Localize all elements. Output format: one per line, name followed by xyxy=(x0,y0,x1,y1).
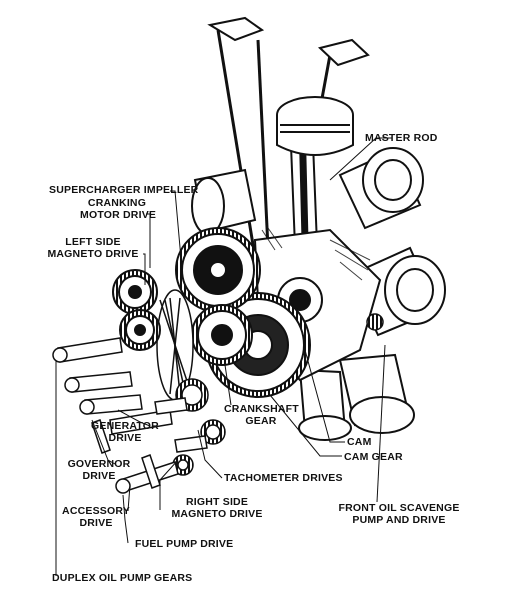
upper-large-gear xyxy=(175,227,261,313)
left-piston xyxy=(191,168,257,235)
supercharger-impeller xyxy=(156,289,194,401)
label-crankshaft-gear: CRANKSHAFT GEAR xyxy=(224,403,299,427)
label-left-side-magneto-drive: LEFT SIDE MAGNETO DRIVE xyxy=(47,236,139,260)
right-upper-piston xyxy=(338,147,424,230)
drive-shafts xyxy=(52,337,208,494)
label-generator-drive-line2: DRIVE xyxy=(108,432,142,444)
label-accessory-drive: ACCESSORY DRIVE xyxy=(60,505,132,529)
label-cranking-motor-drive-line2: MOTOR DRIVE xyxy=(80,209,157,221)
label-crankshaft-gear-line1: CRANKSHAFT xyxy=(224,403,299,415)
label-accessory-drive-line1: ACCESSORY xyxy=(62,505,130,517)
right-middle-piston xyxy=(348,246,446,337)
label-tachometer-drives: TACHOMETER DRIVES xyxy=(224,472,343,484)
label-governor-drive: GOVERNOR DRIVE xyxy=(66,458,132,482)
crankshaft-gear xyxy=(191,304,253,366)
top-piston xyxy=(276,96,354,156)
label-generator-drive: GENERATOR DRIVE xyxy=(90,420,160,444)
label-fuel-pump-drive: FUEL PUMP DRIVE xyxy=(135,538,234,550)
label-cam-gear: CAM GEAR xyxy=(344,451,403,463)
label-front-oil-scavenge-pump-and-drive: FRONT OIL SCAVENGE PUMP AND DRIVE xyxy=(336,502,462,526)
leader-lines xyxy=(55,137,392,576)
label-right-side-magneto-drive-line2: MAGNETO DRIVE xyxy=(171,508,263,520)
label-cam: CAM xyxy=(347,436,372,448)
label-front-oil-scavenge-line2: PUMP AND DRIVE xyxy=(352,514,446,526)
label-governor-drive-line1: GOVERNOR xyxy=(67,458,131,470)
label-generator-drive-line1: GENERATOR xyxy=(91,420,159,432)
label-right-side-magneto-drive-line1: RIGHT SIDE xyxy=(185,496,249,508)
label-duplex-oil-pump-gears: DUPLEX OIL PUMP GEARS xyxy=(52,572,193,584)
label-accessory-drive-line2: DRIVE xyxy=(79,517,113,529)
shading xyxy=(261,227,371,281)
lower-pistons xyxy=(298,353,415,441)
label-cranking-motor-drive-line1: CRANKING xyxy=(87,197,147,209)
label-crankshaft-gear-line2: GEAR xyxy=(245,415,277,427)
label-master-rod: MASTER ROD xyxy=(365,132,438,144)
left-magneto-gear xyxy=(112,269,161,351)
label-left-side-magneto-drive-line2: MAGNETO DRIVE xyxy=(47,248,139,260)
label-right-side-magneto-drive: RIGHT SIDE MAGNETO DRIVE xyxy=(168,496,266,520)
label-governor-drive-line2: DRIVE xyxy=(82,470,116,482)
label-front-oil-scavenge-line1: FRONT OIL SCAVENGE xyxy=(338,502,460,514)
label-supercharger-impeller: SUPERCHARGER IMPELLER xyxy=(49,184,199,196)
label-cranking-motor-drive: CRANKING MOTOR DRIVE xyxy=(80,197,157,221)
label-left-side-magneto-drive-line1: LEFT SIDE xyxy=(65,236,121,248)
